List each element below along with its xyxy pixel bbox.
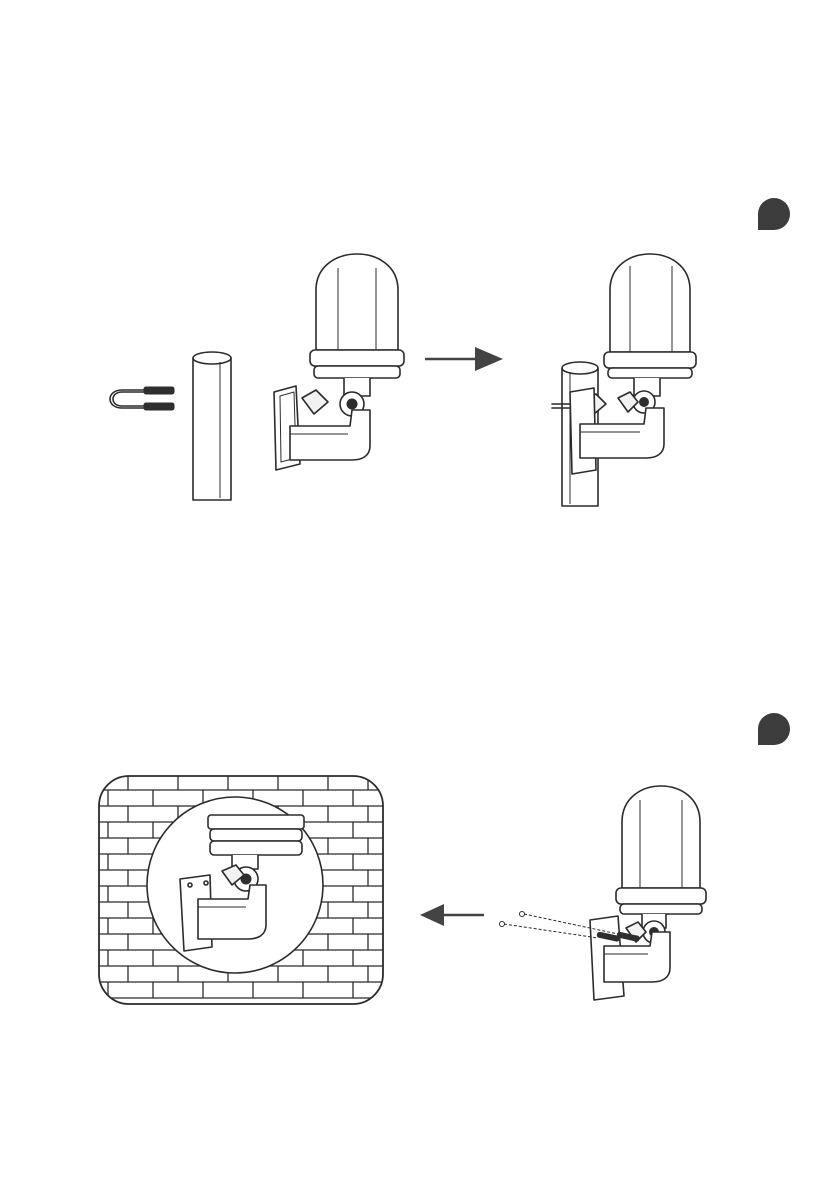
u-bolt-icon: [100, 380, 190, 420]
beacon-wall-mount-icon: [494, 782, 714, 1004]
step-1-badge: [758, 198, 790, 230]
arrow-right-icon: [425, 346, 505, 372]
beacon-with-bracket-icon: [266, 250, 416, 480]
pole-icon: [190, 348, 240, 508]
arrow-left-icon: [420, 903, 486, 927]
brick-wall-inset-icon: [98, 775, 384, 1005]
page-footer-mark: [0, 1182, 120, 1192]
step-2-badge: [758, 713, 790, 745]
assembled-pole-mount-icon: [548, 248, 708, 518]
